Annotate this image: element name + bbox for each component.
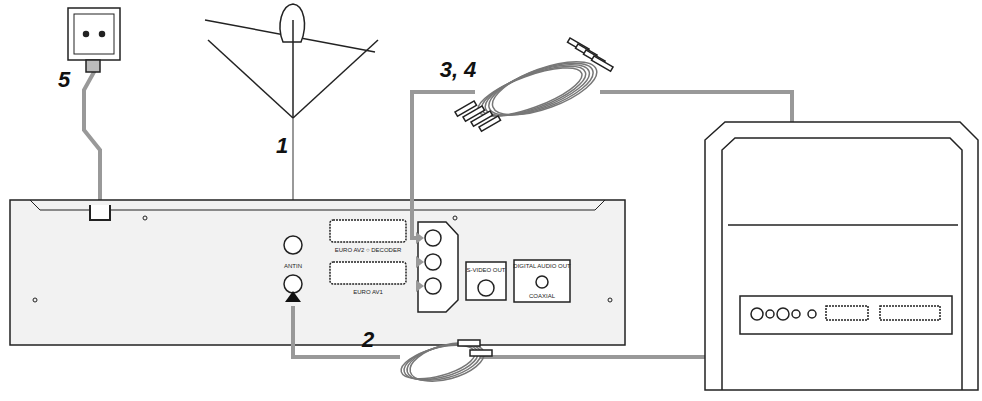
- s-video-socket-box: [466, 262, 506, 300]
- callout-number: 3, 4: [440, 59, 477, 81]
- antenna: [205, 4, 378, 232]
- mains-plug: [86, 60, 100, 72]
- socket-label: DIGITAL AUDIO OUT: [513, 263, 570, 269]
- television: [705, 122, 978, 390]
- av-cable-coil: [455, 38, 613, 131]
- mains-cable: [84, 62, 100, 200]
- rf-cable: [293, 306, 400, 357]
- rca-panel: [418, 222, 458, 312]
- socket-label: COAXIAL: [529, 293, 555, 299]
- socket-label: EURO AV2 ○ DECODER: [335, 247, 402, 253]
- rf-cable-coil: [398, 336, 492, 389]
- wall-socket: [68, 8, 120, 60]
- callout-number: 2: [362, 329, 374, 351]
- av-cable: [412, 92, 475, 238]
- scart-socket: [330, 262, 406, 284]
- socket-label: ANTIN: [284, 263, 302, 269]
- digital-audio-socket-box: [514, 260, 570, 302]
- illustration: [10, 4, 978, 390]
- recorder-back-panel: [10, 200, 625, 345]
- socket-label: S-VIDEO OUT: [466, 267, 505, 273]
- socket-label: EURO AV1: [353, 289, 383, 295]
- callout-number: 1: [276, 135, 288, 157]
- antenna-in-socket: [284, 236, 302, 254]
- callout-number: 5: [58, 69, 70, 91]
- tv-antenna-socket: [751, 308, 763, 320]
- antenna-out-socket: [284, 275, 302, 293]
- mains-inlet: [90, 205, 110, 220]
- device-panel: ANTIN EURO AV2 ○ DECODER EURO AV1 S-VIDEO O…: [10, 200, 625, 345]
- scart-socket: [330, 220, 406, 242]
